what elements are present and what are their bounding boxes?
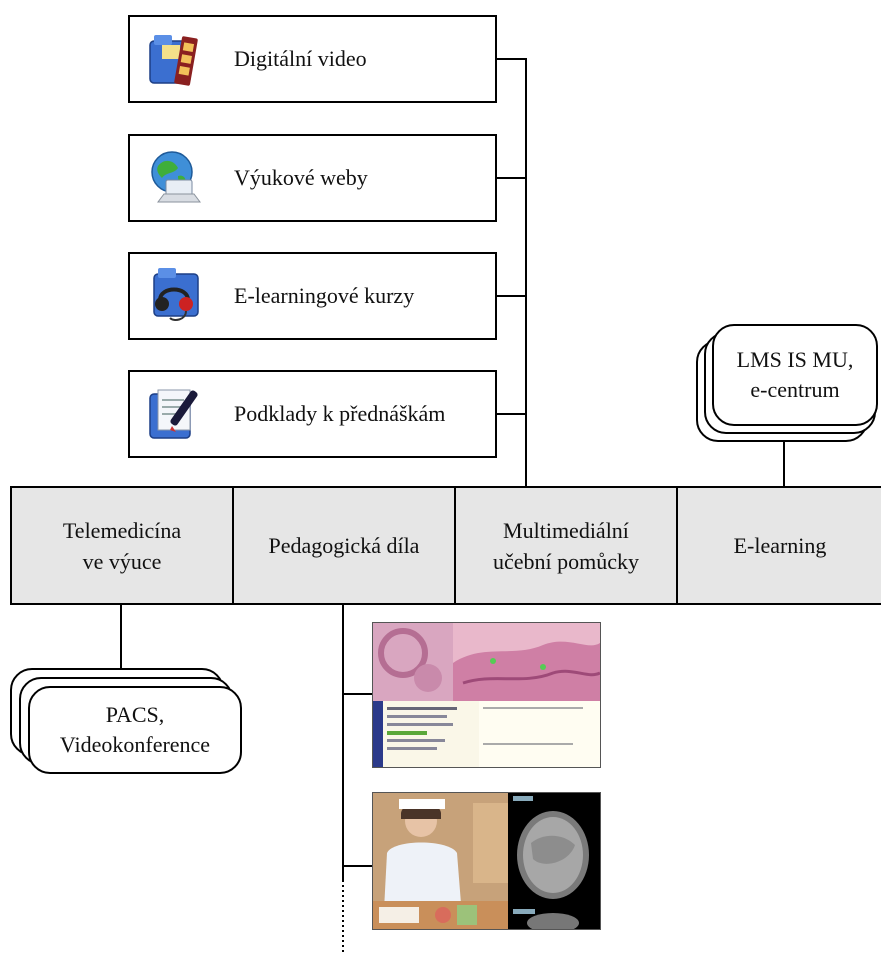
- category-label-telemedicine: Telemedicína ve výuce: [62, 517, 182, 574]
- item-lecture-materials: Podklady k přednáškám: [128, 370, 497, 458]
- item-elearning-courses: E-learningové kurzy: [128, 252, 497, 340]
- telemedicine-systems-stack: PACS, Videokonference: [10, 668, 242, 774]
- patient-ct-image: [373, 793, 600, 929]
- video-folder-icon: [149, 35, 198, 86]
- item-label-learning-websites: Výukové weby: [234, 165, 368, 190]
- telemedicine-systems-card: PACS, Videokonference: [28, 686, 242, 774]
- category-elearning: E-learning: [678, 488, 881, 603]
- patient-ct-thumbnail: [372, 792, 601, 930]
- category-bar: Telemedicína ve výuce Pedagogická díla M…: [10, 486, 881, 605]
- document-pen-icon: [149, 389, 198, 439]
- histology-software-thumbnail: [372, 622, 601, 768]
- category-telemedicine: Telemedicína ve výuce: [12, 488, 234, 603]
- category-label-pedagogical-works: Pedagogická díla: [268, 533, 420, 558]
- item-label-lecture-materials: Podklady k přednáškám: [234, 401, 446, 426]
- headset-folder-icon: [153, 268, 199, 321]
- item-label-digital-video: Digitální video: [234, 46, 367, 71]
- globe-computer-icon: [151, 151, 201, 203]
- elearning-systems-label: LMS IS MU, e-centrum: [736, 347, 854, 402]
- category-multimedia-aids: Multimediální učební pomůcky: [456, 488, 678, 603]
- telemedicine-systems-label: PACS, Videokonference: [59, 702, 211, 757]
- item-label-elearning-courses: E-learningové kurzy: [234, 283, 415, 308]
- item-learning-websites: Výukové weby: [128, 134, 497, 222]
- elearning-systems-card: LMS IS MU, e-centrum: [712, 324, 878, 426]
- histology-screenshot-image: [373, 623, 600, 767]
- item-digital-video: Digitální video: [128, 15, 497, 103]
- category-pedagogical-works: Pedagogická díla: [234, 488, 456, 603]
- category-label-elearning: E-learning: [733, 533, 827, 558]
- elearning-systems-stack: LMS IS MU, e-centrum: [696, 324, 880, 442]
- category-label-multimedia-aids: Multimediální učební pomůcky: [492, 517, 640, 574]
